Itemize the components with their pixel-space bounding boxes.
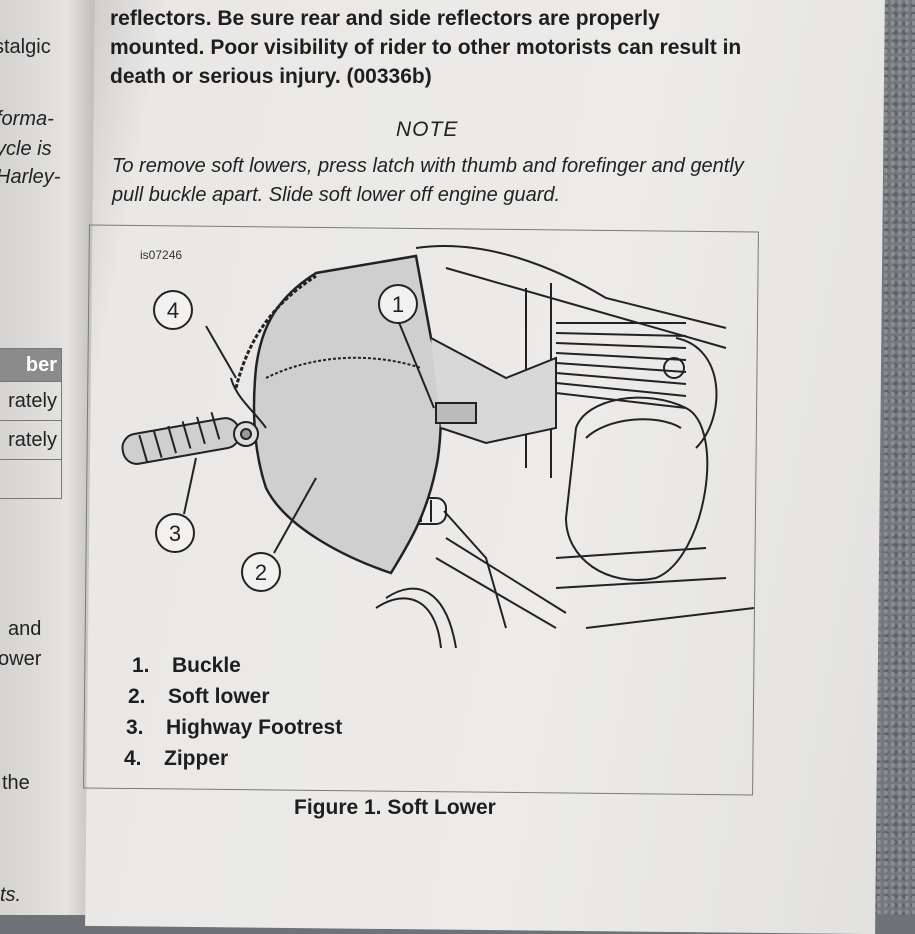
- callout-label-1: 1: [392, 292, 404, 317]
- callout-label-2: 2: [255, 560, 267, 585]
- figure-legend: 1. Buckle 2. Soft lower 3. Highway Footrest…: [124, 650, 342, 774]
- left-page-line: and: [8, 618, 42, 640]
- legend-item: 2. Soft lower: [124, 681, 342, 712]
- left-page-table: ber rately rately: [0, 348, 62, 499]
- left-page-line: ycle is: [0, 138, 52, 160]
- left-page-line: the: [2, 772, 30, 794]
- callout-4: [153, 290, 193, 330]
- left-page: stalgic forma- ycle is Harley- ber ratel…: [0, 0, 96, 915]
- legend-item: 1. Buckle: [124, 650, 342, 681]
- left-page-line: Harley-: [0, 166, 61, 188]
- callout-label-3: 3: [169, 521, 181, 546]
- left-page-line: forma-: [0, 108, 54, 130]
- buckle-shape: [435, 402, 477, 424]
- note-text: To remove soft lowers, press latch with …: [112, 155, 744, 206]
- note-heading: NOTE: [396, 118, 459, 141]
- warning-text: reflectors. Be sure rear and side reflec…: [110, 7, 742, 88]
- legend-label: Buckle: [172, 654, 241, 677]
- left-page-line: stalgic: [0, 36, 51, 58]
- table-header: ber: [0, 348, 62, 382]
- legend-number: 4.: [124, 747, 142, 770]
- callout-3: [155, 513, 195, 553]
- legend-label: Zipper: [164, 747, 229, 770]
- left-page-line: ts.: [0, 884, 22, 906]
- legend-label: Highway Footrest: [166, 716, 343, 739]
- table-cell: [0, 459, 62, 499]
- figure-id: is07246: [140, 248, 183, 262]
- legend-number: 1.: [132, 654, 150, 677]
- soft-lower-bag: [252, 254, 443, 575]
- table-cell: rately: [0, 420, 62, 460]
- callout-1: [378, 284, 418, 324]
- figure-caption: Figure 1. Soft Lower: [294, 796, 496, 819]
- legend-item: 4. Zipper: [124, 743, 342, 774]
- table-cell: rately: [0, 381, 62, 421]
- legend-item: 3. Highway Footrest: [124, 712, 342, 743]
- callout-2: [241, 552, 281, 592]
- soft-lower-illustration: 4 1 3 2: [121, 245, 754, 649]
- legend-number: 3.: [126, 716, 144, 739]
- legend-number: 2.: [128, 685, 146, 708]
- left-page-line: ower: [0, 648, 42, 670]
- zipper-line: [234, 274, 317, 389]
- callout-label-4: 4: [167, 298, 179, 323]
- legend-label: Soft lower: [168, 685, 270, 708]
